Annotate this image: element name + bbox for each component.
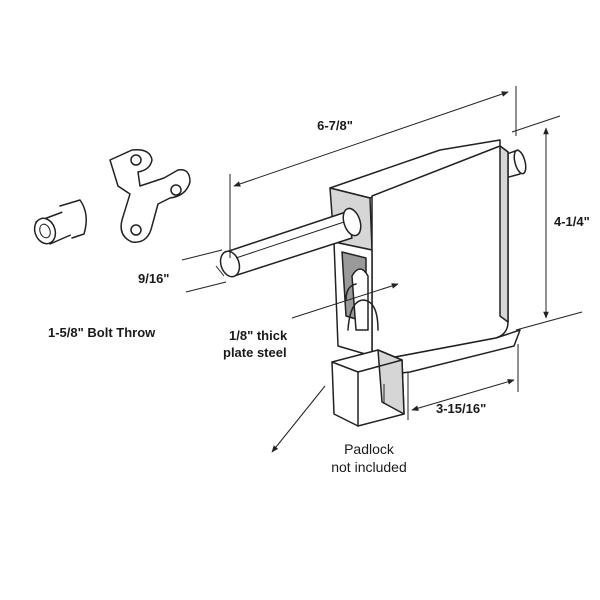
dimension-depth [407,344,519,420]
dimension-height [511,115,583,331]
overall-width-label: 6-7/8" [317,118,353,133]
dimension-overall-width [229,86,517,258]
padlock [331,299,405,427]
height-label: 4-1/4" [554,214,590,229]
bolt-throw-label: 1-5/8" Bolt Throw [48,325,156,340]
padlock-label-line2: not included [331,459,407,475]
keeper-bracket [109,148,191,243]
bolt-sleeve [33,199,87,245]
depth-label: 3-15/16" [436,401,486,416]
plate-leader [291,283,399,319]
dimension-bolt-diameter [181,249,227,293]
padlock-leader [271,385,326,453]
padlock-label-line1: Padlock [344,441,395,457]
plate-label-line1: 1/8" thick [229,328,288,343]
bolt-diameter-label: 9/16" [138,271,169,286]
plate-label-line2: plate steel [223,345,287,360]
